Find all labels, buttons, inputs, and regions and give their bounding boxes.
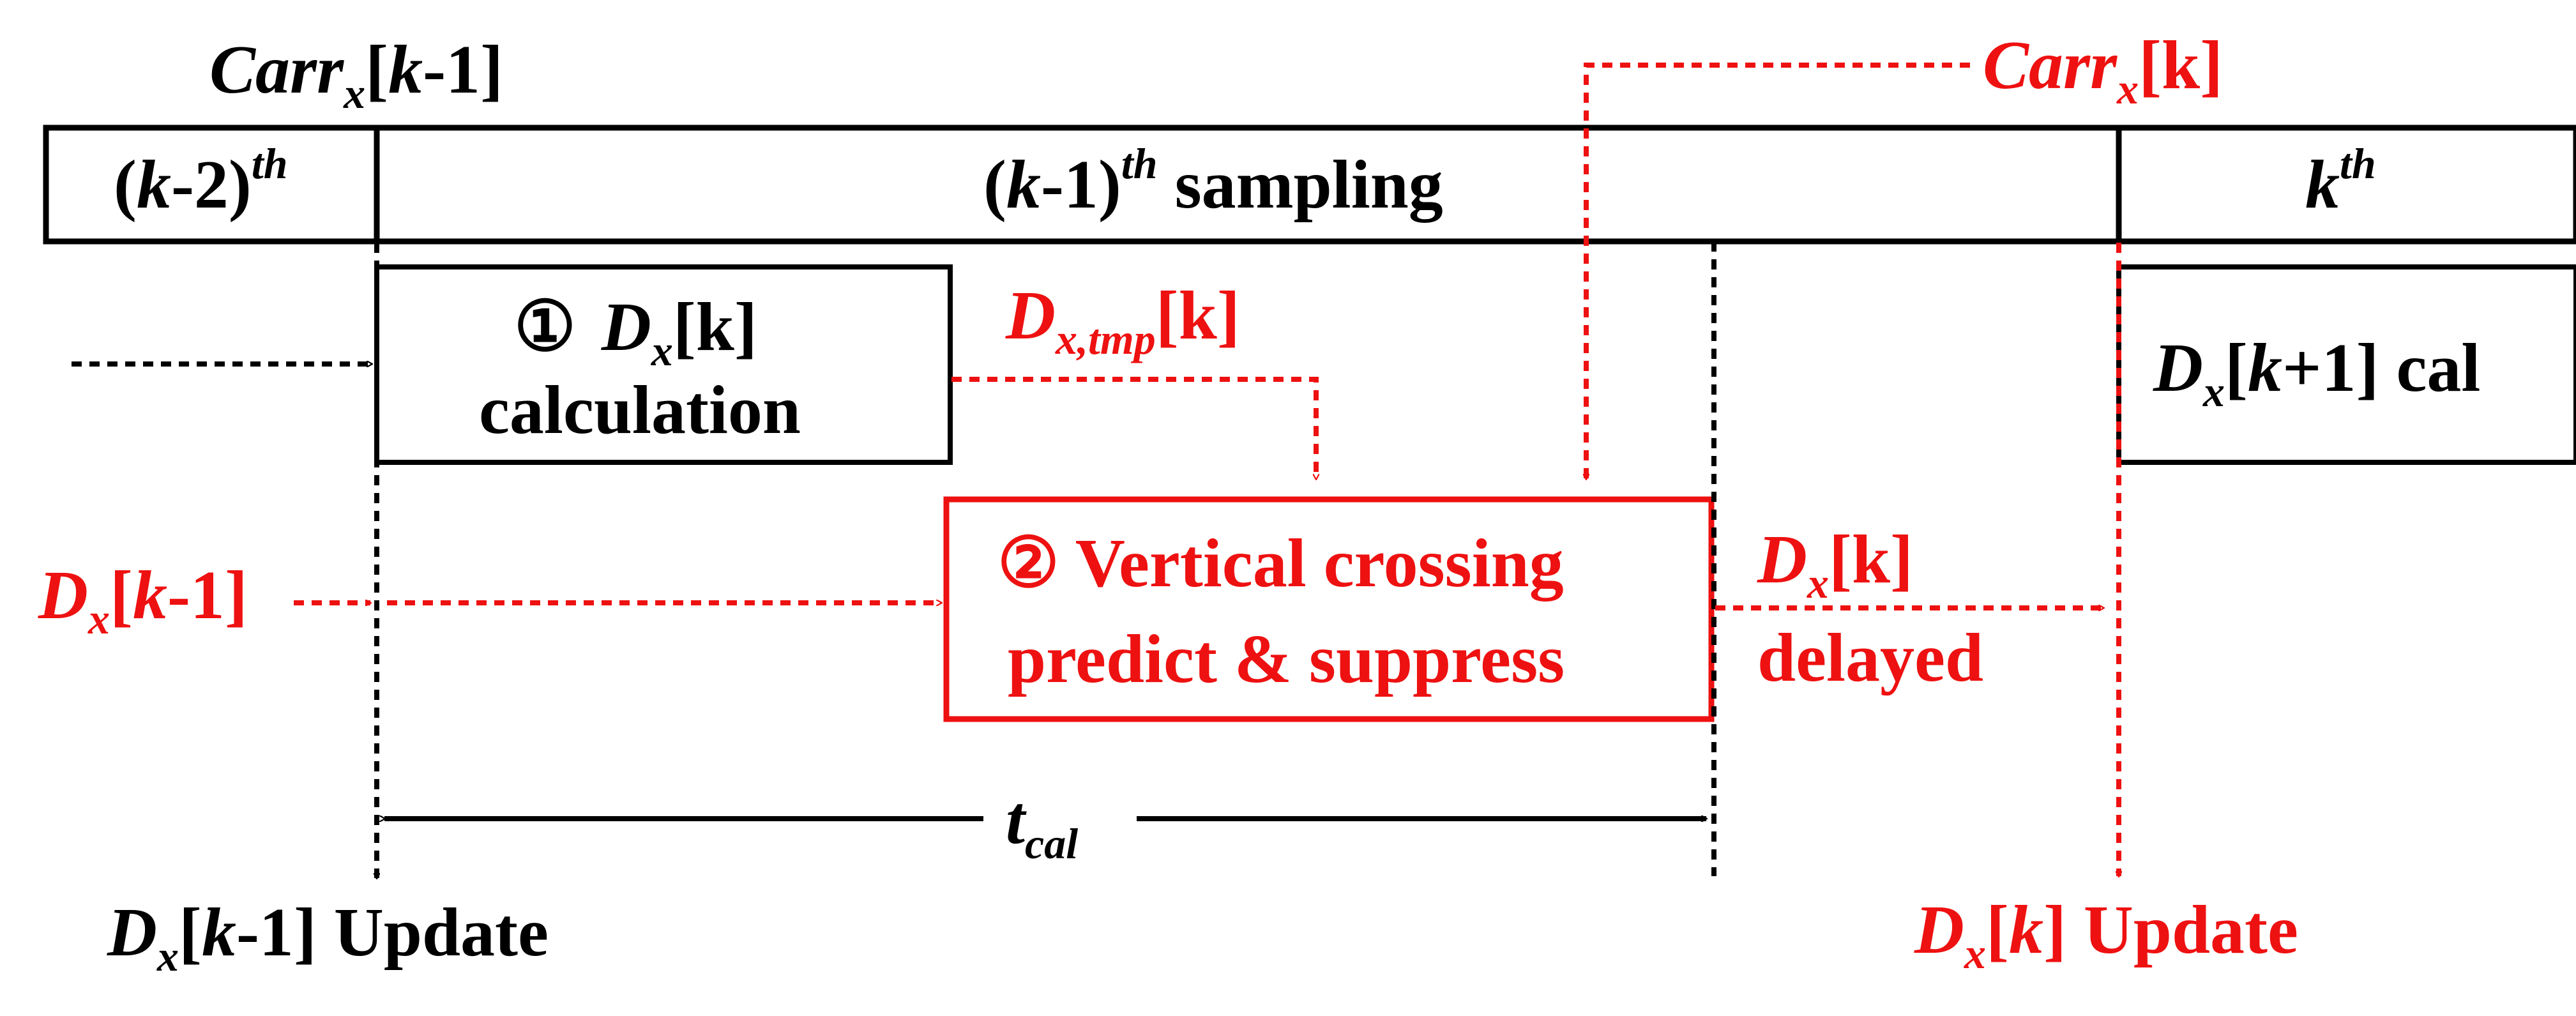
- dx-k-minus-1-update-label: Dx[k-1] Update: [107, 895, 549, 980]
- black-dotted-connectors: [72, 241, 1716, 878]
- red-dotted-connectors: [294, 63, 2119, 876]
- dx-k-update-label: Dx[k] Update: [1914, 892, 2298, 978]
- next-calc-box-label: Dx[k+1] cal: [2153, 330, 2480, 416]
- calc-box-line2: calculation: [479, 372, 801, 448]
- next-calc-box: [2116, 264, 2576, 465]
- calc-box: [374, 264, 953, 465]
- vertical-crossing-line2: predict & suppress: [1008, 621, 1565, 697]
- dx-k-delayed-line2: delayed: [1757, 620, 1983, 696]
- segment-label-k-minus-1-sampling: (k-1)th sampling: [983, 139, 1443, 223]
- dx-k-minus-1-input-label: Dx[k-1]: [38, 557, 248, 643]
- carr-x-k-label: Carrx[k]: [1983, 27, 2223, 113]
- vertical-crossing-line1: ② Vertical crossing: [997, 526, 1564, 602]
- dx-tmp-label: Dx,tmp[k]: [1005, 278, 1240, 363]
- segment-label-k: kth: [2305, 139, 2376, 223]
- vertical-crossing-box: [943, 496, 1715, 722]
- tcal-label: tcal: [1006, 782, 1078, 868]
- dx-k-delayed-label: Dx[k]: [1757, 522, 1913, 607]
- carr-x-k-minus-1-label: Carrx[k-1]: [209, 32, 503, 118]
- timeline-bar: [43, 125, 2576, 245]
- segment-label-k-minus-2: (k-2)th: [114, 139, 288, 223]
